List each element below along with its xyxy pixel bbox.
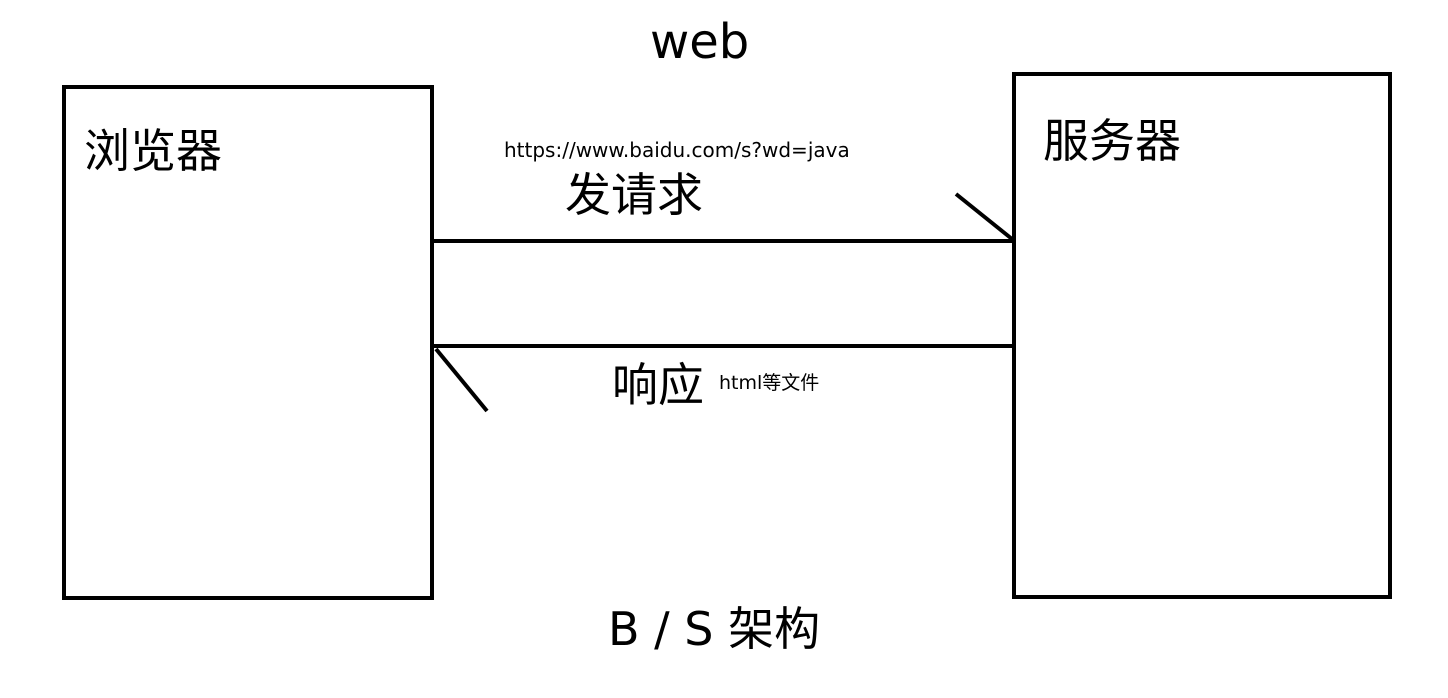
response-label: 响应 [612,358,704,412]
architecture-label: B / S 架构 [608,602,821,656]
server-box [1012,72,1392,599]
response-note-label: html等文件 [719,372,820,394]
browser-label: 浏览器 [84,124,222,178]
browser-box [62,85,434,600]
request-arrowhead [954,192,1014,241]
request-label: 发请求 [565,168,703,222]
diagram-title: web [650,14,750,70]
response-arrowhead [434,347,489,413]
request-url-label: https://www.baidu.com/s?wd=java [504,138,850,162]
server-label: 服务器 [1043,114,1181,168]
